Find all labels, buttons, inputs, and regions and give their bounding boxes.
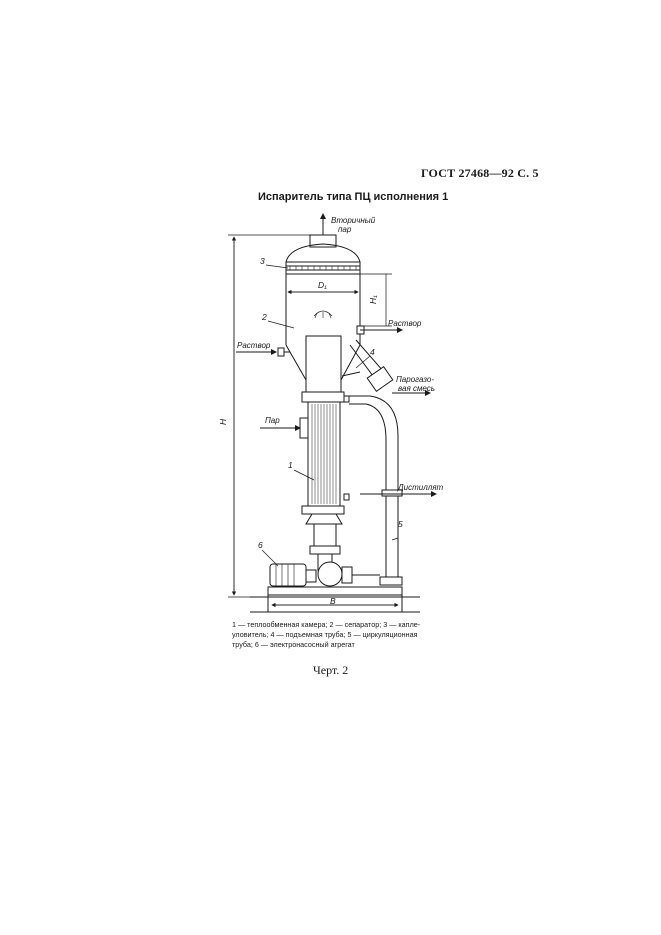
dimension-b: B (330, 596, 336, 606)
lift-pipe (341, 339, 394, 392)
callout-6: 6 (258, 540, 263, 550)
distillate-label: Дистиллят (397, 483, 443, 492)
callout-3: 3 (260, 256, 265, 266)
secondary-steam-label-1: Вторичный (331, 216, 376, 225)
callout-leaders (261, 264, 399, 567)
callout-2: 2 (261, 312, 267, 322)
solution-right-label: Раствор (388, 319, 422, 328)
dimension-h1: H₁ (368, 295, 378, 304)
h1-dimension (360, 273, 392, 327)
dimension-d1: D₁ (318, 280, 327, 290)
legend-line: 1 — теплообменная камера; 2 — сепаратор;… (232, 620, 421, 629)
legend-line: уловитель; 4 — подъемная труба; 5 — цирк… (232, 630, 418, 639)
circulation-pipe (349, 395, 437, 586)
solution-left-label: Раствор (237, 341, 271, 350)
figure-legend: 1 — теплообменная камера; 2 — сепаратор;… (232, 620, 460, 650)
pump-unit (269, 561, 380, 587)
base-frame (250, 586, 420, 613)
callout-5: 5 (398, 519, 403, 529)
callout-4: 4 (370, 347, 375, 357)
legend-line: труба; 6 — электронасосный агрегат (232, 640, 355, 649)
secondary-steam-label-2: пар (338, 225, 352, 234)
steam-label: Пар (265, 416, 280, 425)
vapor-gas-label-1: Парогазо- (396, 375, 434, 384)
figure-title: Испаритель типа ПЦ исполнения 1 (258, 191, 449, 203)
figure-caption: Черт. 2 (313, 663, 349, 677)
dimension-h: H (218, 418, 228, 425)
vapor-gas-label-2: вая смесь (398, 384, 435, 393)
page-header: ГОСТ 27468—92 С. 5 (421, 166, 539, 180)
h-dimension (228, 234, 310, 598)
heat-exchanger (260, 391, 350, 585)
inner-pipe (305, 335, 342, 397)
callout-1: 1 (288, 460, 293, 470)
steam-outlet-nozzle (309, 213, 337, 248)
